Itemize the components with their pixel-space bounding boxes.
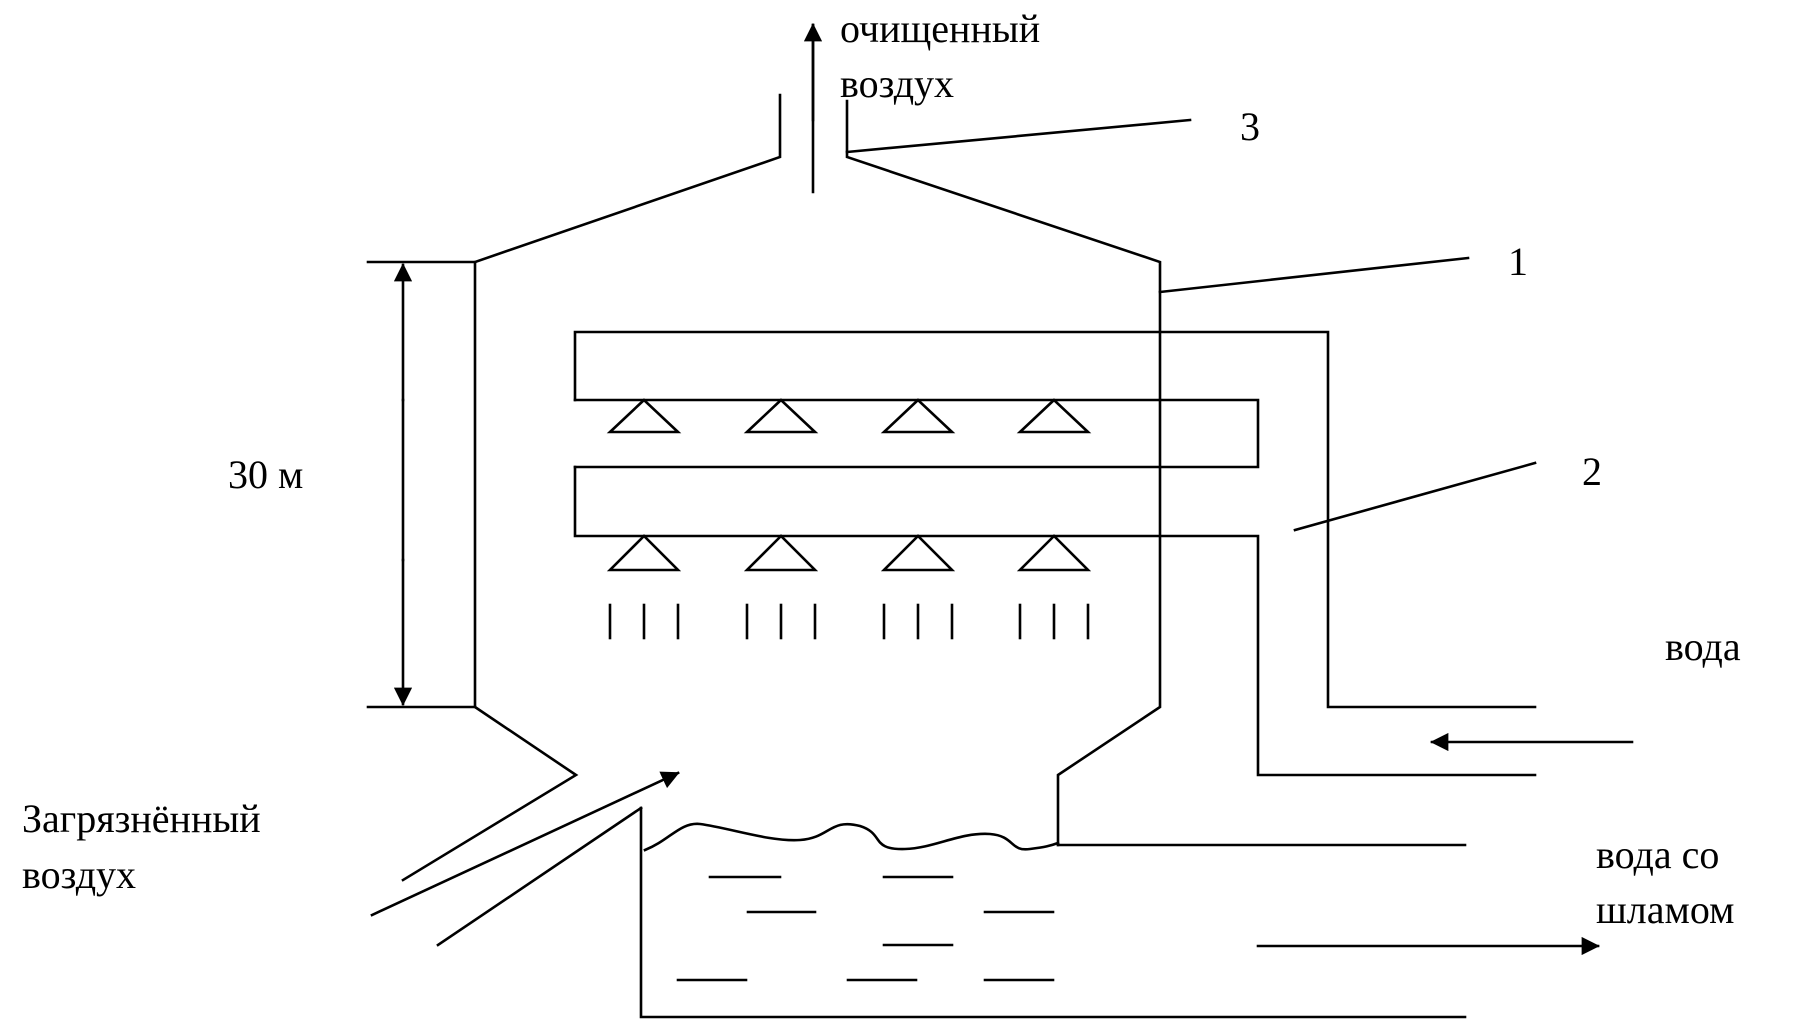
sludge-water-label-line2: шламом [1596, 887, 1734, 932]
leader-line-1 [1158, 256, 1470, 294]
clean-air-label-line1: очищенный [840, 6, 1040, 51]
spray-nozzles [606, 398, 1092, 572]
callout-1: 1 [1508, 239, 1528, 284]
dirty-air-label-line1: Загрязнённый [22, 796, 261, 841]
leader-line-2 [1293, 461, 1537, 532]
clean-air-label-line2: воздух [840, 61, 954, 106]
leader-line-3 [845, 118, 1192, 154]
water-pipes [573, 330, 1537, 777]
callout-3: 3 [1240, 104, 1260, 149]
sludge-pool [643, 822, 1467, 982]
callout-2: 2 [1582, 449, 1602, 494]
height-label: 30 м [228, 452, 303, 497]
height-dimension [366, 260, 477, 709]
scrubber-body [401, 23, 1467, 1019]
water-label: вода [1665, 624, 1741, 669]
dirty-air-label-line2: воздух [22, 852, 136, 897]
water-spray [608, 603, 1090, 640]
dirty-air-inlet [370, 771, 680, 947]
sludge-water-label-line1: вода со [1596, 832, 1719, 877]
